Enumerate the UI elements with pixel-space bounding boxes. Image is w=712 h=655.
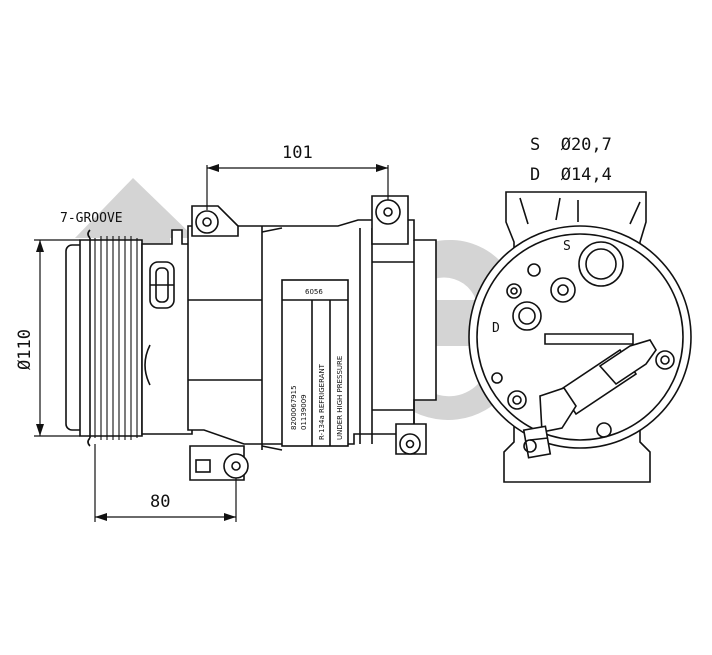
port-d-mark: D — [492, 321, 500, 336]
mounting-ear-bottom-right — [395, 423, 427, 455]
plate-part1: 8200067915 — [290, 385, 298, 430]
mounting-ear-bottom-left — [189, 445, 249, 481]
groove-label: 7-GROOVE — [60, 211, 123, 226]
discharge-diameter-label: D Ø14,4 — [530, 165, 612, 185]
dimension-lines — [34, 164, 389, 522]
suction-diameter-label: S Ø20,7 — [530, 135, 612, 155]
side-view: 6056 8200067915 01139009 R-134a REFRIGER… — [65, 195, 437, 481]
diameter-dimension-label: Ø110 — [15, 329, 35, 370]
plate-warning: UNDER HIGH PRESSURE — [336, 356, 344, 440]
port-s-mark: S — [563, 239, 571, 254]
pulley-grooves — [94, 236, 138, 440]
port-bosses — [491, 263, 675, 438]
mounting-ear-top-left — [191, 205, 239, 237]
rear-view — [468, 191, 692, 483]
mounting-ear-top-right — [371, 195, 409, 245]
width-dimension-label: 101 — [282, 143, 313, 163]
name-plate: 6056 8200067915 01139009 R-134a REFRIGER… — [281, 279, 349, 447]
pulley — [65, 229, 143, 447]
control-valve-connector — [522, 339, 657, 459]
discharge-port — [512, 301, 542, 331]
suction-port — [578, 241, 624, 287]
plate-code: 6056 — [305, 288, 323, 296]
plate-refrigerant: R-134a REFRIGERANT — [318, 363, 326, 440]
plate-part2: 01139009 — [300, 394, 308, 430]
depth-dimension-label: 80 — [150, 492, 170, 512]
front-housing — [141, 229, 193, 435]
